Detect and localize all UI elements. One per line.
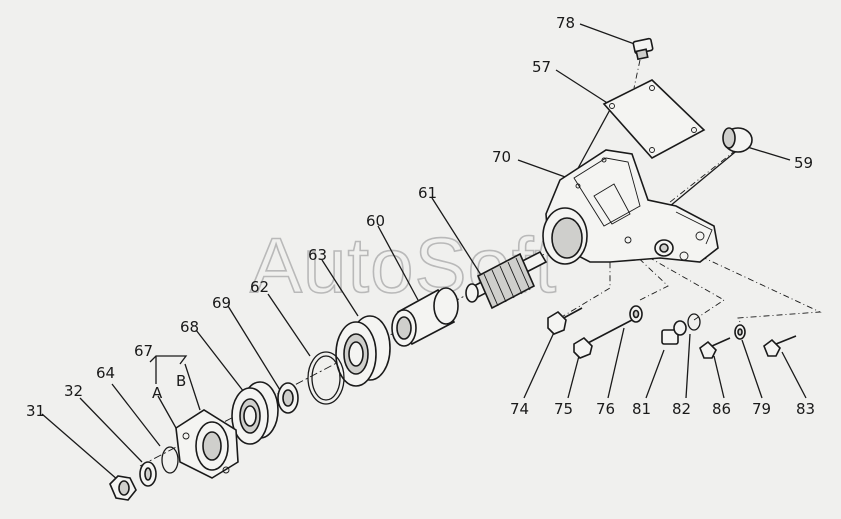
label-70: 70 <box>492 148 511 166</box>
part-81-plug <box>661 320 687 345</box>
part-32-washer <box>139 461 157 487</box>
label-B: B <box>176 372 186 390</box>
label-79: 79 <box>752 400 771 418</box>
leader-lines <box>41 23 807 481</box>
part-68-oil-seal <box>231 381 279 445</box>
part-59-rubber-cap <box>722 127 753 153</box>
label-32: 32 <box>64 382 83 400</box>
label-57: 57 <box>532 58 551 76</box>
part-57-cover-plate <box>602 79 706 160</box>
part-64-o-ring <box>161 446 179 474</box>
label-74: 74 <box>510 400 529 418</box>
label-63: 63 <box>308 246 327 264</box>
part-86-bolt <box>699 337 731 359</box>
label-61: 61 <box>418 184 437 202</box>
label-67: 67 <box>134 342 153 360</box>
part-78-breather-plug <box>632 37 654 61</box>
part-62-snap-ring <box>307 351 345 405</box>
label-81: 81 <box>632 400 651 418</box>
part-70-housing <box>542 149 719 265</box>
part-61-output-shaft <box>465 250 548 310</box>
label-76: 76 <box>596 400 615 418</box>
label-31: 31 <box>26 402 45 420</box>
label-86: 86 <box>712 400 731 418</box>
part-69-spacer <box>277 382 299 414</box>
part-labels: 78 57 70 59 61 60 63 62 69 68 67 B A 64 … <box>26 14 815 420</box>
part-31-nut <box>109 475 137 501</box>
label-64: 64 <box>96 364 115 382</box>
label-75: 75 <box>554 400 573 418</box>
label-69: 69 <box>212 294 231 312</box>
part-67-companion-flange <box>175 409 239 479</box>
label-78: 78 <box>556 14 575 32</box>
label-62: 62 <box>250 278 269 296</box>
label-A: A <box>152 384 163 402</box>
label-60: 60 <box>366 212 385 230</box>
label-82: 82 <box>672 400 691 418</box>
label-83: 83 <box>796 400 815 418</box>
part-60-needle-bearing <box>391 287 459 347</box>
part-74-bolt <box>547 307 583 335</box>
part-82-gasket <box>687 313 701 331</box>
part-63-ball-bearing <box>335 315 391 387</box>
part-76-washer <box>629 305 643 323</box>
label-68: 68 <box>180 318 199 336</box>
part-79-washer <box>734 324 746 340</box>
label-59: 59 <box>794 154 813 172</box>
part-83-bolt <box>763 335 797 357</box>
part-75-long-bolt <box>573 319 633 359</box>
